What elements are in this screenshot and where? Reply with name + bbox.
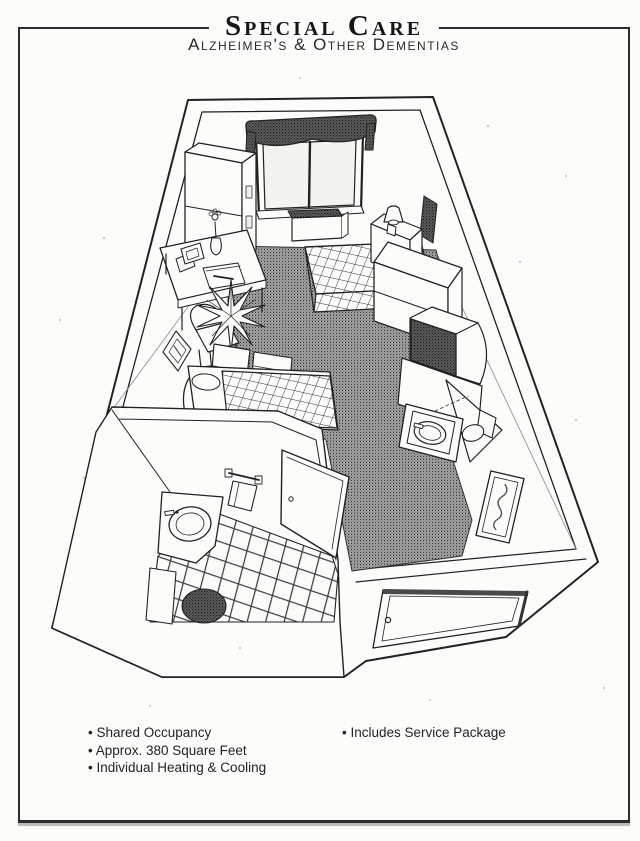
vanity-sink bbox=[398, 403, 464, 463]
left-wall-picture bbox=[162, 330, 192, 372]
hamper bbox=[145, 567, 177, 625]
feature-square-feet: Approx. 380 Square Feet bbox=[88, 742, 266, 760]
towel-bar bbox=[224, 468, 263, 512]
feature-service-package: Includes Service Package bbox=[342, 724, 505, 742]
wardrobe bbox=[184, 142, 257, 259]
window bbox=[254, 131, 365, 220]
bathroom-door bbox=[280, 449, 350, 559]
notepad-with-pen bbox=[202, 262, 246, 290]
scan-noise bbox=[59, 77, 605, 707]
feature-heating-cooling: Individual Heating & Cooling bbox=[88, 759, 266, 777]
heating-cooling-unit bbox=[287, 208, 349, 242]
desk-picture-frame bbox=[175, 242, 205, 273]
page-title: Special Care bbox=[208, 10, 440, 43]
right-wall-picture bbox=[475, 470, 525, 544]
window-valance-curtain bbox=[245, 114, 377, 159]
page-subtitle: Alzheimer's & Other Dementias bbox=[188, 35, 460, 54]
bathroom-sink bbox=[157, 491, 224, 564]
feature-shared-occupancy: Shared Occupancy bbox=[88, 724, 266, 742]
dark-rug bbox=[181, 588, 227, 624]
bathroom bbox=[51, 406, 345, 678]
wall-vent bbox=[419, 195, 438, 244]
entry-door bbox=[372, 589, 529, 649]
flower-vase bbox=[208, 208, 222, 256]
door-handle bbox=[384, 616, 392, 624]
feature-list-right: Includes Service Package bbox=[342, 724, 505, 742]
feature-list-left: Shared Occupancy Approx. 380 Square Feet… bbox=[88, 724, 266, 777]
